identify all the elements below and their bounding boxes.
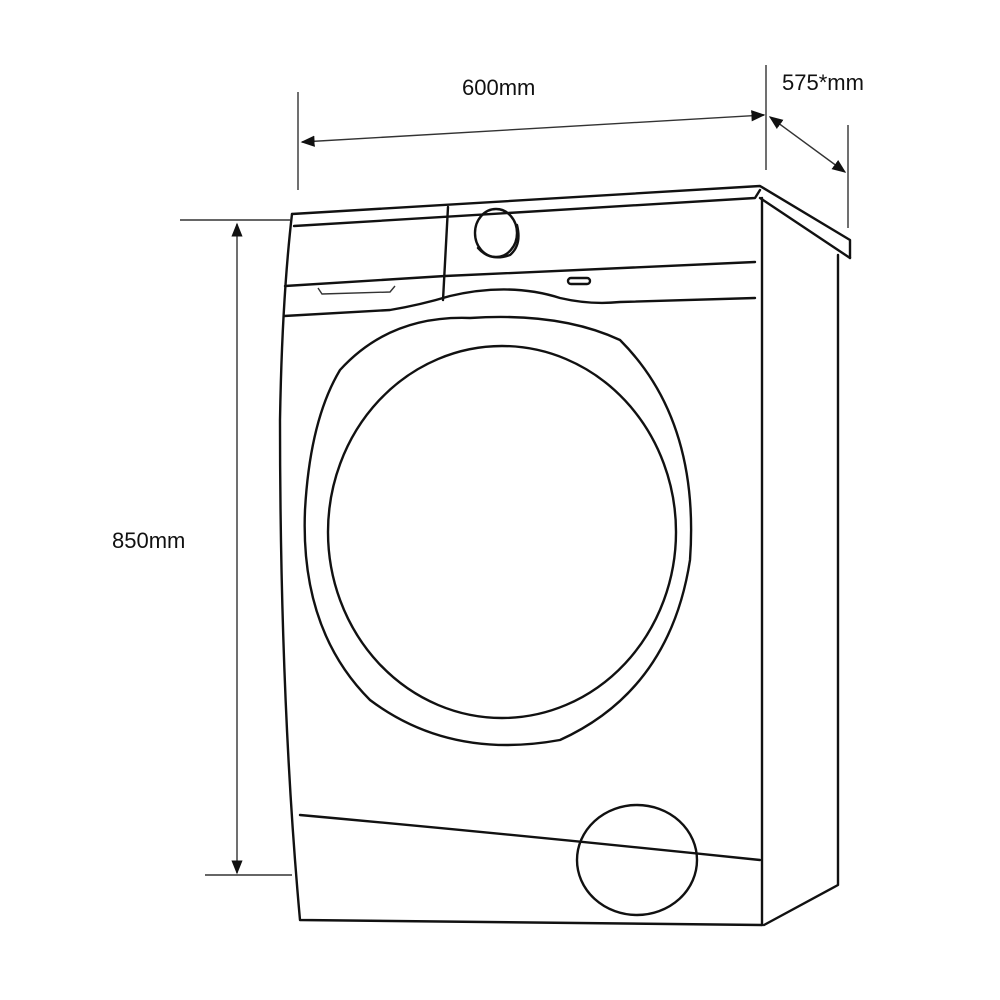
width-dimension-arrow (300, 110, 766, 147)
width-label: 600mm (462, 75, 536, 100)
machine-body (278, 184, 852, 927)
extension-lines (180, 65, 849, 876)
filter-cover (575, 803, 699, 917)
depth-dimension-arrow (768, 116, 847, 173)
door (303, 315, 693, 747)
control-panel (282, 205, 757, 318)
depth-label: 575*mm (782, 70, 864, 95)
height-label: 850mm (112, 528, 186, 553)
